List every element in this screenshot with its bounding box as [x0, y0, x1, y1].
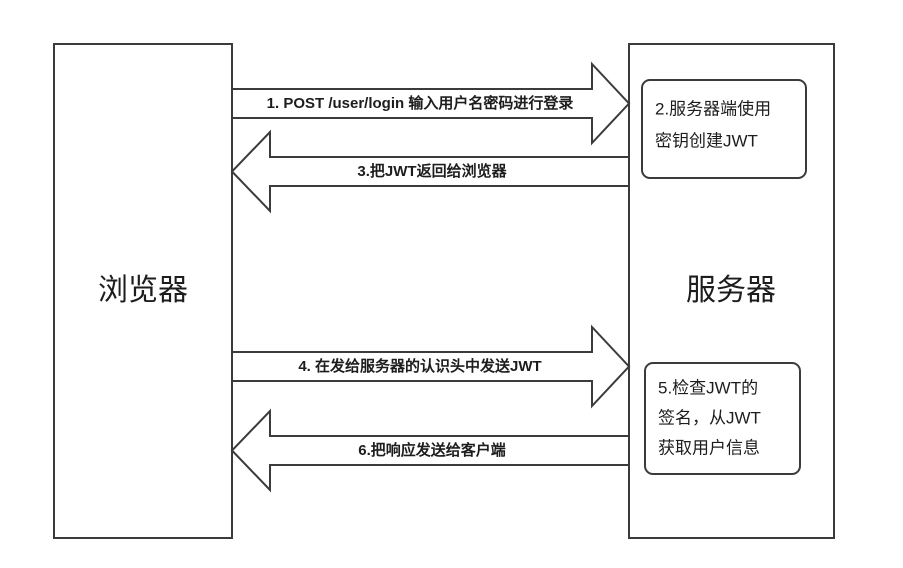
message-arrow-4[interactable]: [231, 324, 631, 409]
message-label-1: 1. POST /user/login 输入用户名密码进行登录: [267, 94, 574, 112]
lifeline-box-browser[interactable]: [53, 43, 233, 539]
message-label-4: 4. 在发给服务器的认识头中发送JWT: [298, 357, 541, 375]
note-5-line-3: 获取用户信息: [658, 438, 760, 457]
note-2-line-1: 2.服务器端使用: [655, 98, 771, 118]
lifeline-label-server: 服务器: [686, 274, 776, 307]
message-arrow-1[interactable]: [231, 61, 631, 146]
note-5-line-2: 签名，从JWT: [658, 408, 761, 427]
lifeline-label-browser: 浏览器: [98, 274, 188, 307]
message-label-3: 3.把JWT返回给浏览器: [357, 162, 507, 180]
note-box-2[interactable]: [641, 79, 807, 179]
note-box-5[interactable]: [644, 362, 801, 475]
note-2-line-2: 密钥创建JWT: [655, 131, 758, 150]
message-arrow-6[interactable]: [230, 408, 630, 493]
note-5-line-1: 5.检查JWT的: [658, 378, 758, 397]
message-label-6: 6.把响应发送给客户端: [358, 441, 506, 459]
message-arrow-3[interactable]: [230, 129, 630, 214]
